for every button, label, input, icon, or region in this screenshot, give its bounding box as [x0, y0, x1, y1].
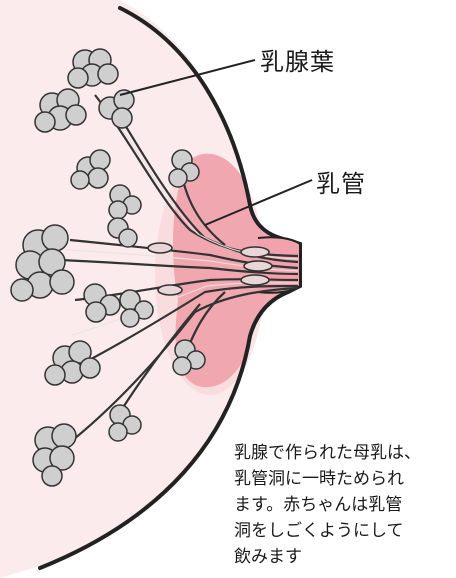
label-milk-duct: 乳管	[316, 164, 366, 199]
caption-line: 乳管洞に一時ためられ	[234, 466, 456, 492]
caption-text: 乳腺で作られた母乳は、 乳管洞に一時ためられ ます。赤ちゃんは乳管 洞をしごくよ…	[234, 440, 456, 570]
label-mammary-lobule: 乳腺葉	[260, 42, 335, 77]
caption-line: ます。赤ちゃんは乳管	[234, 492, 456, 518]
caption-line: 飲みます	[234, 544, 456, 570]
caption-line: 乳腺で作られた母乳は、	[234, 440, 456, 466]
caption-line: 洞をしごくようにして	[234, 518, 456, 544]
